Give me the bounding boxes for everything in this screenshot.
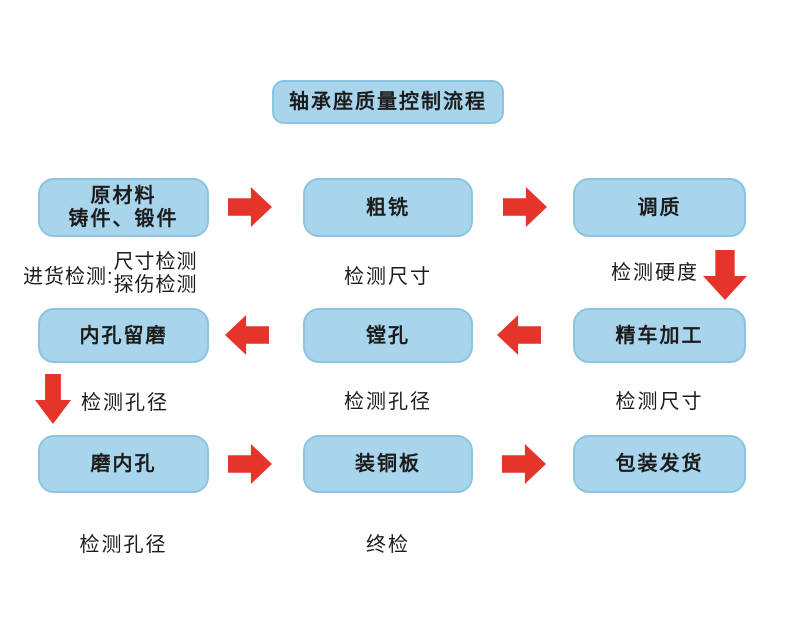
caption-inspect-hardness-group: 检测硬度 <box>611 250 747 300</box>
node-pack-ship-label: 包装发货 <box>615 453 704 475</box>
caption-inspect-hardness: 检测硬度 <box>611 262 699 284</box>
page-title: 轴承座质量控制流程 <box>289 91 487 113</box>
node-raw-material: 原材料 铸件、锻件 <box>38 178 209 237</box>
arrow-right-icon <box>228 187 272 227</box>
node-inner-hole-grinding-allowance-label: 内孔留磨 <box>79 324 168 347</box>
caption-inspect-hole-diameter-row2-center: 检测孔径 <box>344 391 432 413</box>
node-rough-milling: 粗铣 <box>303 178 473 237</box>
node-boring: 镗孔 <box>303 308 473 363</box>
arrow-right-icon <box>228 444 272 484</box>
node-pack-ship: 包装发货 <box>573 435 746 493</box>
node-install-copper-plate-label: 装铜板 <box>355 453 421 475</box>
caption-inspect-hole-diameter-row2-left: 检测孔径 <box>81 392 169 414</box>
node-raw-material-line1: 原材料 <box>90 184 157 207</box>
node-quench-temper: 调质 <box>573 178 746 237</box>
caption-inspect-hole-diameter-group: 检测孔径 <box>35 374 169 424</box>
node-fine-turning-label: 精车加工 <box>615 324 704 347</box>
arrow-right-icon <box>502 444 546 484</box>
node-boring-label: 镗孔 <box>366 324 410 347</box>
caption-incoming-inspection-prefix: 进货检测: <box>23 265 114 288</box>
node-inner-hole-grinding-allowance: 内孔留磨 <box>38 308 209 363</box>
caption-dimension-inspection: 尺寸检测 <box>113 251 198 273</box>
node-grind-inner-hole: 磨内孔 <box>38 435 209 493</box>
node-grind-inner-hole-label: 磨内孔 <box>90 453 157 475</box>
caption-final-inspection: 终检 <box>366 534 410 556</box>
node-rough-milling-label: 粗铣 <box>366 196 410 219</box>
arrow-down-icon <box>35 374 71 424</box>
caption-inspect-dimensions-row1: 检测尺寸 <box>344 266 432 288</box>
node-fine-turning: 精车加工 <box>573 308 746 363</box>
arrow-right-icon <box>503 187 547 227</box>
caption-inspect-dimensions-row2: 检测尺寸 <box>615 391 704 413</box>
node-raw-material-line2: 铸件、锻件 <box>68 207 179 230</box>
arrow-left-icon <box>225 315 269 355</box>
arrow-down-icon <box>703 250 747 300</box>
caption-incoming-inspection: 进货检测: 尺寸检测 探伤检测 <box>23 251 198 297</box>
caption-inspect-hole-diameter-row3: 检测孔径 <box>79 534 168 556</box>
caption-incoming-inspection-items: 尺寸检测 探伤检测 <box>114 251 198 297</box>
node-install-copper-plate: 装铜板 <box>303 435 473 493</box>
title-node: 轴承座质量控制流程 <box>272 80 504 124</box>
arrow-left-icon <box>497 315 541 355</box>
node-quench-temper-label: 调质 <box>637 196 682 219</box>
caption-flaw-inspection: 探伤检测 <box>113 274 198 296</box>
